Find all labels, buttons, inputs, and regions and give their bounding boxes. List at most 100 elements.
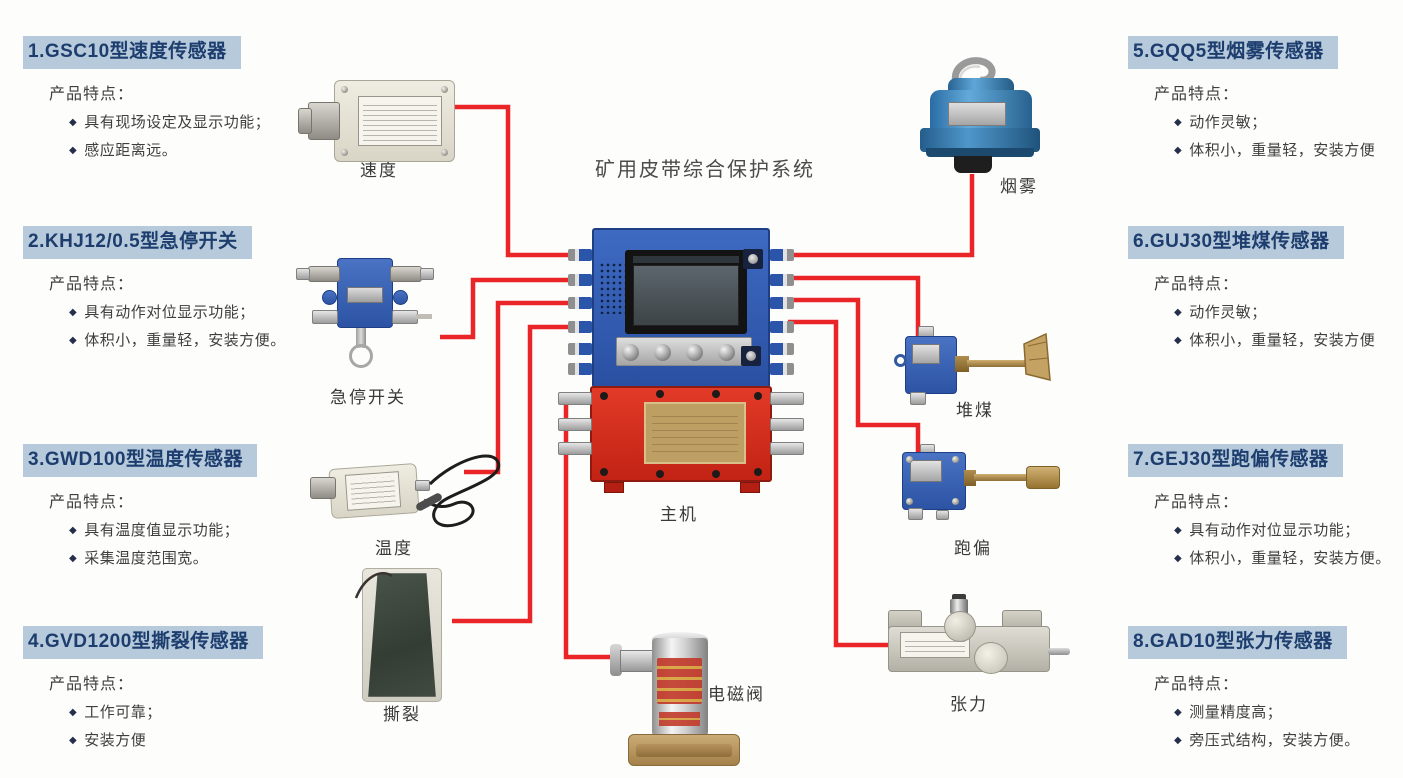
rod-hub-icon [964, 470, 976, 486]
screw-icon [952, 456, 959, 463]
rod-icon [967, 360, 1025, 367]
diamond-bullet-icon: ◆ [69, 116, 78, 128]
paddle-icon [1023, 332, 1051, 381]
system-title: 矿用皮带综合保护系统 [595, 159, 815, 181]
device-label-speed: 速度 [360, 161, 398, 180]
stem-icon [356, 328, 366, 348]
bolt-icon [600, 468, 608, 476]
feature-text: 感应距离远。 [84, 141, 178, 159]
device-label-smoke: 烟雾 [1000, 177, 1038, 196]
device-label-coal: 堆煤 [956, 401, 994, 420]
cable-gland-icon [558, 442, 592, 455]
cable-gland-icon [908, 508, 923, 520]
screw-icon [441, 149, 448, 156]
feature-item: ◆感应距离远。 [69, 139, 358, 160]
feature-item: ◆体积小，重量轻，安装方便。 [1174, 547, 1403, 568]
feature-text: 工作可靠； [84, 703, 162, 721]
connection-line-estop [440, 277, 584, 340]
device-label-deviation: 跑偏 [954, 539, 992, 558]
device-label-temperature: 温度 [375, 539, 413, 558]
bolt-icon [754, 392, 762, 400]
bolt-icon [754, 468, 762, 476]
feature-text: 旁压式结构，安装方便。 [1189, 731, 1360, 749]
panel-heading: 1.GSC10型速度传感器 [23, 36, 241, 69]
feature-item: ◆工作可靠； [69, 701, 358, 722]
screw-icon [906, 456, 913, 463]
eyelet-icon [894, 354, 907, 367]
panel-heading: 8.GAD10型张力传感器 [1128, 626, 1347, 659]
host-port-icon [568, 249, 592, 261]
cable-gland-icon [390, 266, 422, 282]
feature-text: 动作灵敏； [1189, 113, 1267, 131]
panel-heading: 2.KHJ12/0.5型急停开关 [23, 226, 252, 259]
features-intro: 产品特点： [1154, 275, 1240, 293]
feature-text: 体积小，重量轻，安装方便 [1189, 331, 1376, 349]
host-port-icon [568, 363, 592, 375]
host-port-icon [568, 321, 592, 333]
panel-heading: 6.GUJ30型堆煤传感器 [1128, 226, 1344, 259]
device-label-tear: 撕裂 [383, 705, 421, 724]
cable-gland-icon [910, 392, 926, 405]
diamond-bullet-icon: ◆ [1174, 144, 1183, 156]
cable-gland-icon [558, 392, 592, 405]
cable-gland-tip-icon [298, 108, 312, 134]
knob-icon [686, 344, 703, 361]
cable-gland-tip-icon [420, 268, 434, 280]
feature-item: ◆体积小，重量轻，安装方便 [1174, 329, 1403, 350]
host-port-icon [770, 297, 794, 309]
knob-icon [654, 344, 671, 361]
diamond-bullet-icon: ◆ [1174, 524, 1183, 536]
feature-item: ◆ 体积小，重量轻，安装方便 [1174, 139, 1403, 160]
panel-heading: 4.GVD1200型撕裂传感器 [23, 626, 263, 659]
diamond-bullet-icon: ◆ [1174, 734, 1183, 746]
rod-hub-icon [955, 356, 969, 372]
probe-cable-icon [423, 454, 501, 528]
host-port-icon [568, 297, 592, 309]
features-intro: 产品特点： [49, 275, 135, 293]
feature-item: ◆具有现场设定及显示功能； [69, 111, 358, 132]
feature-text: 具有动作对位显示功能； [1189, 521, 1360, 539]
device-label-tension: 张力 [950, 695, 988, 714]
feature-item: ◆ 动作灵敏； [1174, 111, 1403, 132]
cable-gland-tip-icon [296, 268, 310, 280]
valve-flange-icon [610, 644, 622, 676]
screw-icon [341, 86, 348, 93]
screw-icon [341, 149, 348, 156]
feature-text: 安装方便 [84, 731, 147, 749]
pin-icon [416, 314, 432, 319]
cable-gland-icon [308, 266, 340, 282]
tear-panel [368, 573, 436, 697]
bolt-icon [656, 390, 664, 398]
pull-ring-icon [349, 344, 373, 368]
nameplate [948, 102, 1006, 126]
connection-line-deviation [788, 297, 921, 454]
sensor-info-panel-7: 7.GEJ30型跑偏传感器 产品特点： ◆具有动作对位显示功能； ◆体积小，重量… [1128, 444, 1403, 568]
feature-text: 体积小，重量轻，安装方便 [1189, 141, 1376, 159]
cable-connector-icon [415, 480, 430, 491]
sensor-info-panel-5: 5.GQQ5型烟雾传感器 产品特点： ◆动作灵敏； ◆体积小，重量轻，安装方便 [1128, 36, 1403, 160]
cable-gland-icon [392, 310, 418, 324]
cable-gland-icon [308, 102, 340, 140]
cable-gland-icon [770, 442, 804, 455]
host-port-icon [770, 321, 794, 333]
nameplate [912, 344, 940, 364]
panel-heading: 3.GWD100型温度传感器 [23, 444, 257, 477]
features-intro: 产品特点： [49, 493, 135, 511]
bolt-icon [712, 390, 720, 398]
sensor-info-panel-1: 1.GSC10型速度传感器 产品特点： ◆具有现场设定及显示功能； ◆感应距离远… [23, 36, 358, 160]
panel-heading: 7.GEJ30型跑偏传感器 [1128, 444, 1343, 477]
bolt-icon [712, 470, 720, 478]
connection-line-tension [788, 319, 892, 648]
device-label-host: 主机 [660, 505, 698, 524]
connection-line-smoke [786, 174, 975, 258]
sensor-info-panel-6: 6.GUJ30型堆煤传感器 产品特点： ◆动作灵敏； ◆体积小，重量轻，安装方便 [1128, 226, 1403, 350]
foot-icon [604, 482, 624, 493]
diamond-bullet-icon: ◆ [1174, 706, 1183, 718]
diamond-bullet-icon: ◆ [69, 734, 78, 746]
power-box-nameplate [644, 402, 746, 464]
diamond-bullet-icon: ◆ [1174, 116, 1183, 128]
tension-ball-icon [944, 611, 976, 642]
connection-line-coal [788, 275, 921, 336]
screw-icon [441, 86, 448, 93]
